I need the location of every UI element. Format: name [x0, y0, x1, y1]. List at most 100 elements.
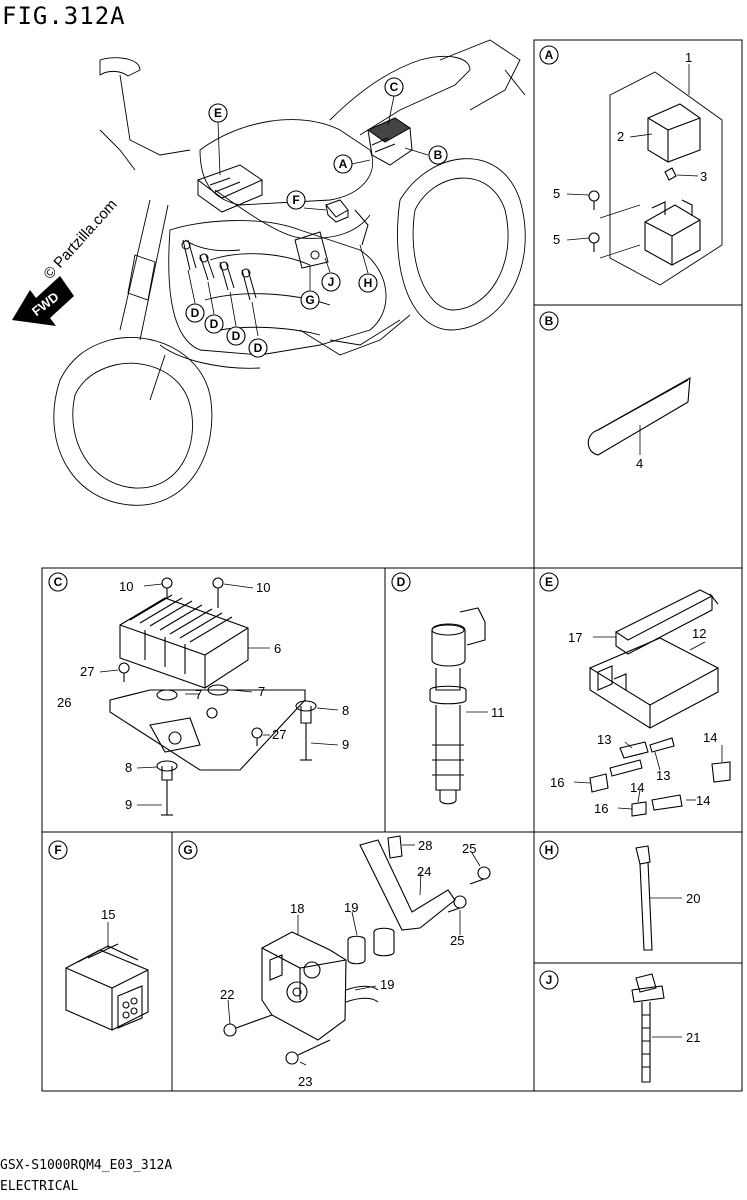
part-number: 2: [617, 129, 624, 144]
part-number: 28: [418, 838, 432, 853]
panel-f: F 15: [48, 840, 149, 1031]
overview-callout-d: D: [226, 326, 246, 346]
cushion-drawing: [587, 377, 691, 456]
part-number: 7: [195, 687, 202, 702]
part-number: 10: [256, 580, 270, 595]
regulator-drawing: [109, 577, 317, 816]
part-number: 25: [450, 933, 464, 948]
svg-text:J: J: [546, 973, 553, 987]
svg-text:C: C: [390, 80, 399, 94]
overview-callout-h: H: [358, 273, 378, 293]
panel-frames: [41, 39, 743, 1092]
part-number: 9: [125, 797, 132, 812]
panel-letter-b: B: [539, 311, 559, 331]
part-number: 16: [594, 801, 608, 816]
panel-letter-d: D: [391, 572, 411, 592]
panel-e: E 17 12: [539, 572, 731, 817]
part-number: 26: [57, 695, 71, 710]
svg-text:G: G: [305, 293, 314, 307]
part-number: 12: [692, 626, 706, 641]
part-number: 5: [553, 186, 560, 201]
svg-text:F: F: [54, 843, 61, 857]
svg-text:D: D: [254, 341, 263, 355]
bracket-assembly-drawing: [223, 835, 491, 1065]
panel-e-leaders: [573, 636, 723, 810]
panel-letter-h: H: [539, 840, 559, 860]
part-number: 19: [344, 900, 358, 915]
part-number: 10: [119, 579, 133, 594]
overview-callout-g: G: [300, 290, 320, 310]
part-number: 16: [550, 775, 564, 790]
connector-drawing: [65, 943, 149, 1031]
part-number: 8: [125, 760, 132, 775]
watermark-text: © Partzilla.com: [40, 196, 120, 282]
panel-b: B 4: [539, 311, 691, 471]
svg-text:B: B: [434, 148, 443, 162]
overview-callout-b: B: [428, 145, 448, 165]
svg-text:H: H: [545, 843, 554, 857]
part-number: 5: [553, 232, 560, 247]
svg-text:E: E: [545, 575, 553, 589]
part-number: 13: [656, 768, 670, 783]
panel-letter-f: F: [48, 840, 68, 860]
figure-name: ELECTRICAL: [0, 1179, 79, 1194]
overview-callout-a: A: [333, 154, 353, 174]
part-number: 23: [298, 1074, 312, 1089]
panel-c-leaders: [99, 583, 339, 806]
forward-arrow: FWD: [12, 276, 74, 326]
svg-text:D: D: [397, 575, 406, 589]
svg-text:B: B: [545, 314, 554, 328]
overview-callout-f: F: [286, 190, 306, 210]
svg-text:D: D: [232, 329, 241, 343]
overview-callout-d: D: [248, 338, 268, 358]
overview-callout-e: E: [208, 103, 228, 123]
ignition-coil-drawing: [429, 607, 486, 805]
part-number: 17: [568, 630, 582, 645]
part-number: 22: [220, 987, 234, 1002]
panel-letter-e: E: [539, 572, 559, 592]
panel-d: D 11: [391, 572, 505, 805]
part-number: 18: [290, 901, 304, 916]
panel-letter-c: C: [48, 572, 68, 592]
part-number: 4: [636, 456, 643, 471]
panel-letter-a: A: [539, 45, 559, 65]
svg-text:G: G: [183, 843, 192, 857]
part-number: 20: [686, 891, 700, 906]
part-number: 21: [686, 1030, 700, 1045]
overview-callouts: E C A B F G J H D D D D: [185, 77, 448, 358]
part-number: 8: [342, 703, 349, 718]
panel-a-leaders: [566, 64, 699, 241]
overview-callout-d: D: [185, 303, 205, 323]
panel-letter-j: J: [539, 970, 559, 990]
clamp-with-clip-drawing: [631, 973, 665, 1083]
part-number: 15: [101, 907, 115, 922]
overview-leader-lines: [187, 95, 429, 337]
cable-clamp-drawing: [635, 845, 653, 951]
svg-text:J: J: [328, 275, 335, 289]
svg-text:A: A: [339, 157, 348, 171]
overview-callout-j: J: [321, 272, 341, 292]
svg-text:F: F: [292, 193, 299, 207]
panel-c: C: [48, 572, 349, 816]
svg-text:H: H: [364, 276, 373, 290]
svg-text:E: E: [214, 106, 222, 120]
overview-components: [181, 117, 413, 301]
svg-text:A: A: [545, 48, 554, 62]
part-number: 24: [417, 864, 431, 879]
svg-text:D: D: [191, 306, 200, 320]
part-number: 14: [703, 730, 717, 745]
part-number: 14: [696, 793, 710, 808]
part-number: 11: [491, 705, 505, 720]
panel-g-leaders: [227, 844, 481, 1066]
ecm-drawing: [588, 589, 731, 817]
part-number: 7: [258, 684, 265, 699]
part-number: 9: [342, 737, 349, 752]
panel-letter-g: G: [178, 840, 198, 860]
panel-j: J 21: [539, 970, 700, 1083]
svg-text:D: D: [210, 317, 219, 331]
overview-callout-d: D: [204, 314, 224, 334]
part-number: 13: [597, 732, 611, 747]
svg-text:C: C: [54, 575, 63, 589]
part-number: 6: [274, 641, 281, 656]
